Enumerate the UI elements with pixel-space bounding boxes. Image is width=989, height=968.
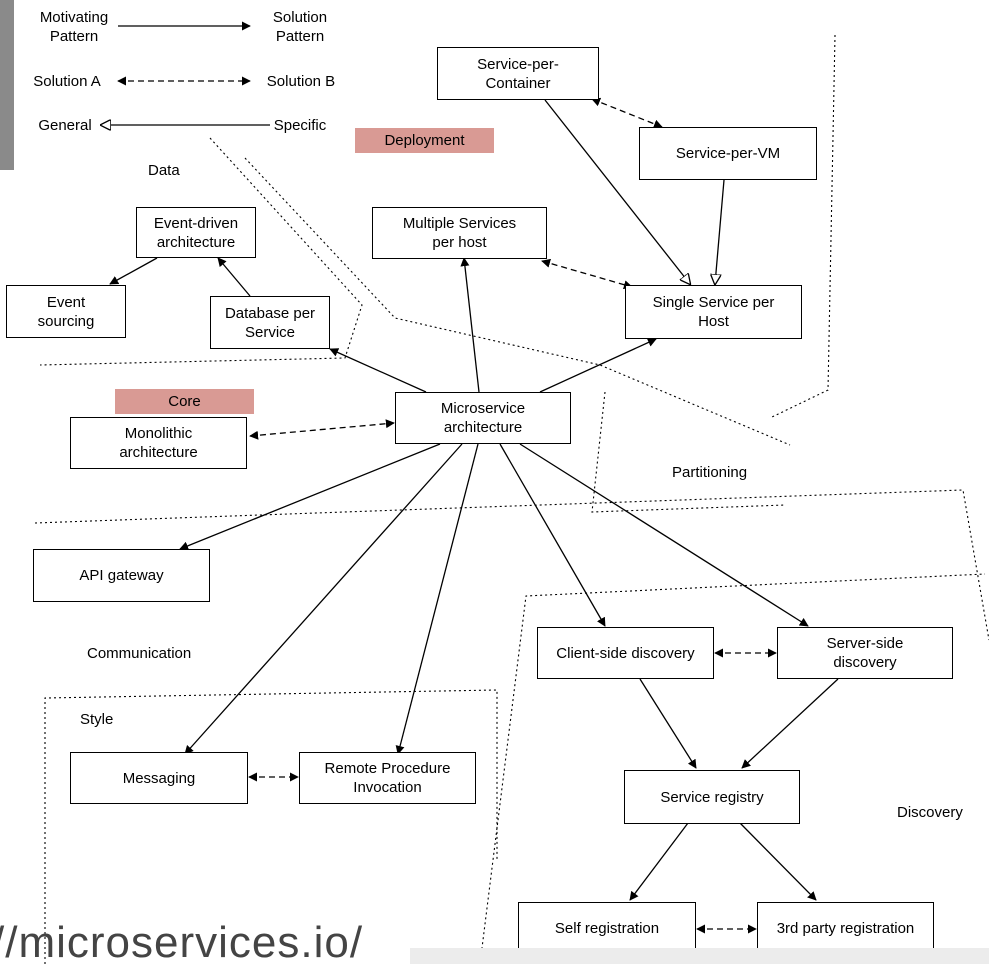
alt-monolith-micro (249, 419, 395, 440)
arrow-vm-single (715, 179, 725, 284)
box-database-per-service[interactable]: Database per Service (210, 296, 330, 349)
arrow-micro-messaging (184, 443, 463, 755)
legend-lines (101, 21, 270, 125)
legend-solution-b-label: Solution B (266, 73, 336, 90)
arrow-micro-dbps (329, 348, 427, 393)
box-microservice-architecture[interactable]: Microservice architecture (395, 392, 571, 444)
arrow-dbps-eventdriven (217, 257, 251, 297)
region-label-data: Data (148, 162, 180, 179)
arrow-registry-third (739, 822, 817, 901)
arrow-container-single (544, 99, 690, 284)
arrow-micro-client (499, 443, 606, 627)
box-service-per-container[interactable]: Service-per- Container (437, 47, 599, 100)
legend-motivating-label: Motivating Pattern (39, 9, 109, 45)
box-server-side-discovery[interactable]: Server-side discovery (777, 627, 953, 679)
arrow-micro-multiple (460, 257, 480, 393)
box-client-side-discovery[interactable]: Client-side discovery (537, 627, 714, 679)
region-label-partitioning: Partitioning (672, 464, 748, 481)
box-event-sourcing[interactable]: Event sourcing (6, 285, 126, 338)
box-service-registry[interactable]: Service registry (624, 770, 800, 824)
legend-general-label: General (38, 117, 92, 134)
box-remote-procedure-invocation[interactable]: Remote Procedure Invocation (299, 752, 476, 804)
region-label-discovery: Discovery (897, 804, 963, 821)
box-monolithic-architecture[interactable]: Monolithic architecture (70, 417, 247, 469)
box-third-party-registration[interactable]: 3rd party registration (757, 902, 934, 955)
box-self-registration[interactable]: Self registration (518, 902, 696, 955)
box-event-driven-architecture[interactable]: Event-driven architecture (136, 207, 256, 258)
box-api-gateway[interactable]: API gateway (33, 549, 210, 602)
region-label-style: Style (80, 711, 114, 728)
arrow-micro-api (179, 443, 441, 551)
box-service-per-vm[interactable]: Service-per-VM (639, 127, 817, 180)
box-messaging[interactable]: Messaging (70, 752, 248, 804)
legend-solution-label: Solution Pattern (272, 9, 328, 45)
core-boundary (34, 489, 989, 641)
arrow-micro-rpi (395, 443, 479, 755)
region-tag-deployment: Deployment (355, 128, 494, 153)
legend-solution-a-label: Solution A (33, 73, 101, 90)
deployment-right-boundary (769, 34, 836, 419)
partitioning-boundary (591, 391, 786, 513)
site-url-watermark: //microservices.io/ (0, 918, 364, 967)
alt-container-vm (591, 97, 663, 129)
arrow-client-registry (639, 678, 697, 769)
generalization-arrows (544, 99, 725, 284)
box-single-service-per-host[interactable]: Single Service per Host (625, 285, 802, 339)
arrow-registry-self (629, 822, 689, 901)
motivating-arrows (109, 257, 839, 901)
arrow-micro-single (539, 338, 657, 393)
region-tag-core: Core (115, 389, 254, 414)
arrow-eventdriven-sourcing (109, 257, 158, 285)
left-edge-strip (0, 0, 14, 170)
arrow-server-registry (741, 678, 839, 769)
alt-multiple-single (541, 258, 633, 290)
arrow-micro-server (519, 443, 809, 627)
region-boundaries (34, 34, 989, 964)
box-multiple-services-per-host[interactable]: Multiple Services per host (372, 207, 547, 259)
alternative-arrows (248, 97, 777, 934)
legend-specific-label: Specific (273, 117, 327, 134)
region-label-communication: Communication (87, 645, 192, 662)
discovery-boundary (479, 573, 986, 964)
bottom-overlay (410, 948, 989, 964)
